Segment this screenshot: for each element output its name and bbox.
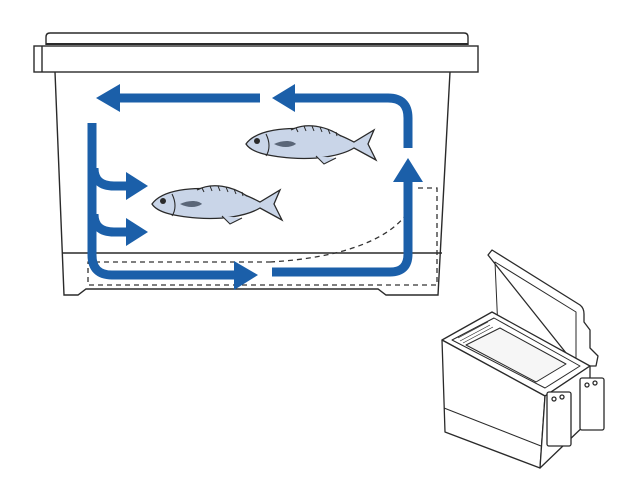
arrowhead-left-2	[272, 84, 295, 112]
cooler-box-icon	[441, 249, 605, 469]
arrowhead-right-bottom	[234, 261, 258, 290]
fish-icon	[151, 185, 283, 225]
arrowheads	[96, 84, 423, 290]
arrow-top-right	[292, 93, 413, 148]
battery-pack-right	[579, 377, 605, 431]
cooler-cross-section	[33, 32, 479, 296]
arrowhead-left-1	[96, 84, 120, 112]
arrow-bottom-right	[272, 178, 413, 277]
cooler-lid-top	[45, 32, 469, 45]
arrowhead-right-upper	[126, 172, 148, 200]
arrowhead-right-lower	[126, 218, 148, 246]
arrow-left-down	[87, 123, 240, 280]
cooler-body	[54, 71, 451, 296]
cooler-open-lid	[487, 249, 599, 373]
arrowhead-up	[393, 158, 423, 182]
arrow-side-upper	[89, 167, 128, 191]
battery-pack-left	[546, 391, 572, 447]
airflow-arrows	[87, 93, 413, 280]
arrow-side-lower	[89, 213, 128, 237]
fish-icon	[245, 125, 377, 165]
cooler-lid-rim	[33, 45, 479, 73]
